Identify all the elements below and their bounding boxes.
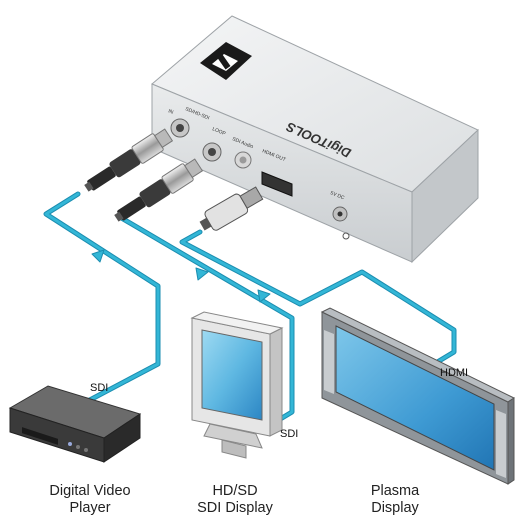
label-sdi-display-line2: SDI Display [197, 500, 273, 516]
port-label-in: IN [167, 108, 174, 116]
bnc-connector-loop [114, 158, 204, 222]
port-label-loop: LOOP [211, 126, 227, 137]
hdmi-out-port[interactable] [261, 171, 293, 197]
label-player-line1: Digital Video [49, 483, 131, 499]
cable-label-sdi-display: SDI [280, 428, 299, 440]
label-sdi-display-line1: HD/SD [212, 483, 258, 499]
digital-video-player [8, 385, 142, 463]
hdmi-plug [199, 186, 264, 231]
cable-label-sdi-player: SDI [90, 382, 109, 394]
plasma-display [320, 307, 516, 485]
kramer-logo [200, 42, 252, 80]
power-indicator-icon [342, 232, 350, 240]
signal-arrow-icon [195, 267, 209, 281]
label-sdi-display: HD/SD SDI Display [175, 483, 295, 517]
port-label-power: 5V DC [329, 190, 345, 201]
converter-device: DigiTOOLS IN SD/HD-SDI LOOP SDI Audio HD… [151, 15, 479, 264]
signal-arrow-icon [91, 249, 105, 263]
device-side-face [411, 128, 479, 264]
signal-arrow-icon [257, 289, 271, 303]
sdi-in-port[interactable] [170, 118, 190, 138]
sdi-display-monitor [190, 311, 284, 459]
label-digital-video-player: Digital Video Player [20, 483, 160, 517]
label-plasma-display: Plasma Display [345, 483, 445, 517]
label-plasma-line2: Display [371, 500, 419, 516]
power-port[interactable] [332, 206, 348, 222]
label-plasma-line1: Plasma [370, 483, 420, 499]
bnc-connector-in [84, 128, 174, 192]
sdi-loop-port[interactable] [202, 142, 222, 162]
label-player-line2: Player [69, 500, 111, 516]
sdi-audio-knob[interactable] [234, 151, 252, 169]
cable-label-hdmi: HDMI [440, 367, 469, 379]
